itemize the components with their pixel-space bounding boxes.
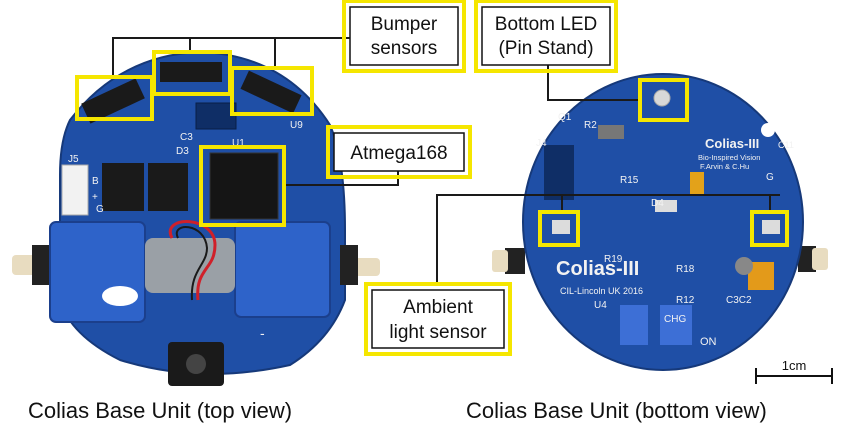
silk-brand-sub-1: Bio-Inspired Vision	[698, 153, 760, 162]
motor-block-left	[49, 221, 146, 323]
scale-bar-label: 1cm	[782, 358, 807, 373]
connector-j5	[61, 164, 89, 216]
callout-ambient-line2: light sensor	[389, 322, 487, 343]
leader-bumper-left	[112, 37, 350, 78]
wire-black	[175, 226, 209, 301]
comp-r-1	[598, 125, 624, 139]
callout-bumper-highlight	[342, 0, 466, 73]
glue-spot	[102, 286, 138, 306]
chip-driver-2	[148, 163, 188, 211]
callout-led-outline	[481, 6, 611, 66]
motor-cap-left	[32, 245, 52, 285]
silk-u4: U4	[594, 300, 607, 311]
header-j4	[544, 145, 574, 200]
ambient-sensor-right	[762, 220, 780, 234]
callout-bottom-led: Bottom LED (Pin Stand)	[474, 0, 618, 73]
bumper-sensor-left	[81, 78, 145, 124]
silk-r12: R12	[676, 295, 695, 306]
highlight-bumper-right	[230, 66, 314, 116]
silk-c3c2: C3C2	[726, 295, 752, 306]
chip-driver-1	[102, 163, 144, 211]
silk-r19: R19	[604, 254, 623, 265]
silk-g: G	[96, 204, 104, 215]
header-pins	[195, 102, 237, 130]
wheel-stub-left	[505, 248, 525, 274]
motor-cylinder	[145, 238, 235, 293]
wheel-right-b	[812, 248, 828, 270]
silk-b: B	[92, 176, 99, 187]
callout-atmega: Atmega168	[326, 125, 472, 179]
caption-bottom-view: Colias Base Unit (bottom view)	[466, 398, 767, 423]
leader-ambient-h	[436, 194, 780, 285]
silk-brand-large: Colias-III	[556, 258, 639, 280]
bottom-led	[653, 89, 671, 107]
callout-bumper-outline	[349, 6, 459, 66]
callout-led-line2: (Pin Stand)	[498, 38, 593, 59]
callout-bumper-line2: sensors	[371, 38, 438, 59]
wheel-stub-right	[798, 246, 816, 272]
silk-c3: C3	[180, 132, 193, 143]
silk-u9: U9	[290, 120, 303, 131]
highlight-bumper-left	[75, 75, 154, 121]
silk-j5: J5	[68, 154, 79, 165]
comp-tantalum	[690, 172, 704, 194]
ir-lens	[186, 354, 206, 374]
highlight-led	[638, 78, 689, 122]
highlight-ambient-left	[538, 210, 580, 247]
bumper-sensor-right	[240, 70, 302, 114]
switch-on	[660, 305, 692, 345]
silk-plus: +	[92, 192, 98, 203]
scale-bar: 1cm	[755, 358, 833, 384]
silk-brand-sub-2: F.Arvin & C.Hu	[700, 162, 749, 171]
callout-ambient-line1: Ambient	[403, 297, 473, 318]
silk-credit: CIL-Lincoln UK 2016	[560, 286, 643, 296]
silk-q1: Q1	[558, 112, 572, 123]
pcb-bottom	[522, 73, 804, 371]
bumper-sensor-center	[160, 62, 222, 82]
silk-r2: R2	[584, 120, 597, 131]
wheel-left-b	[492, 250, 508, 272]
silk-r18: R18	[676, 264, 695, 275]
callout-atmega-text: Atmega168	[350, 143, 447, 164]
ambient-sensor-left	[552, 220, 570, 234]
silk-g-bottom: G	[766, 172, 774, 183]
wire-red	[168, 220, 217, 301]
highlight-ambient-right	[750, 210, 789, 247]
silk-j4: J4	[536, 138, 547, 149]
silk-on: ON	[700, 336, 717, 348]
motor-cap-right	[340, 245, 358, 285]
callout-bumper: Bumper sensors	[342, 0, 466, 73]
mount-hole	[761, 123, 775, 137]
callout-ambient-outline	[371, 289, 505, 349]
mcu-chip	[209, 152, 279, 220]
highlight-atmega	[199, 145, 286, 227]
highlight-boxes	[75, 50, 789, 247]
callout-atmega-outline	[333, 132, 465, 172]
silk-u1: U1	[232, 138, 245, 149]
bottom-view-board: Colias-III Bio-Inspired Vision F.Arvin &…	[492, 73, 828, 371]
caption-top-view: Colias Base Unit (top view)	[28, 398, 293, 423]
callout-ambient-highlight	[364, 282, 512, 356]
top-view-board: C3 D3 U1 J5 U9 B + - G	[12, 50, 380, 386]
callout-atmega-highlight	[326, 125, 472, 179]
silk-chg: CHG	[664, 314, 686, 325]
silk-brand: Colias-III	[705, 136, 759, 151]
switch-chg	[620, 305, 648, 345]
comp-inductor	[735, 257, 753, 275]
callout-bumper-line1: Bumper	[371, 14, 438, 35]
silk-d3: D3	[176, 146, 189, 157]
callout-led-highlight	[474, 0, 618, 73]
silk-minus: -	[260, 325, 265, 341]
silk-r15: R15	[620, 175, 639, 186]
silk-d4: D4	[651, 198, 664, 209]
comp-d4	[655, 200, 677, 212]
motor-block-right	[234, 221, 331, 318]
callout-ambient: Ambient light sensor	[364, 282, 512, 356]
silk-c11: C11	[778, 140, 794, 150]
callout-led-line1: Bottom LED	[495, 14, 597, 35]
